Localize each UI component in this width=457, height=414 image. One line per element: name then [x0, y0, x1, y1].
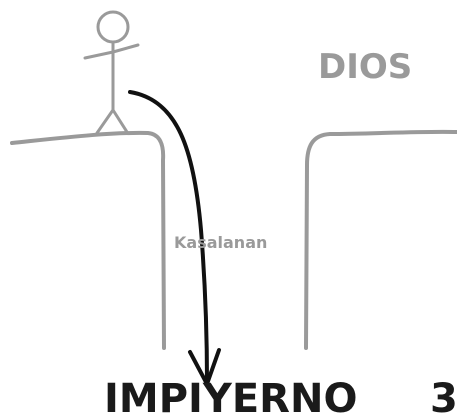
person-legs	[95, 108, 129, 135]
person-head	[96, 10, 130, 44]
person-figure	[83, 10, 140, 135]
hell-label: IMPIYERNO	[104, 376, 357, 414]
god-label: DIOS	[318, 47, 412, 87]
corner-number: 3	[430, 376, 457, 414]
sin-label: Kasalanan	[174, 233, 267, 252]
fall-arrow	[128, 90, 209, 384]
right-cliff	[304, 129, 457, 350]
person-arms	[83, 43, 140, 60]
fall-arrow-head	[188, 348, 221, 386]
left-cliff	[10, 130, 166, 350]
